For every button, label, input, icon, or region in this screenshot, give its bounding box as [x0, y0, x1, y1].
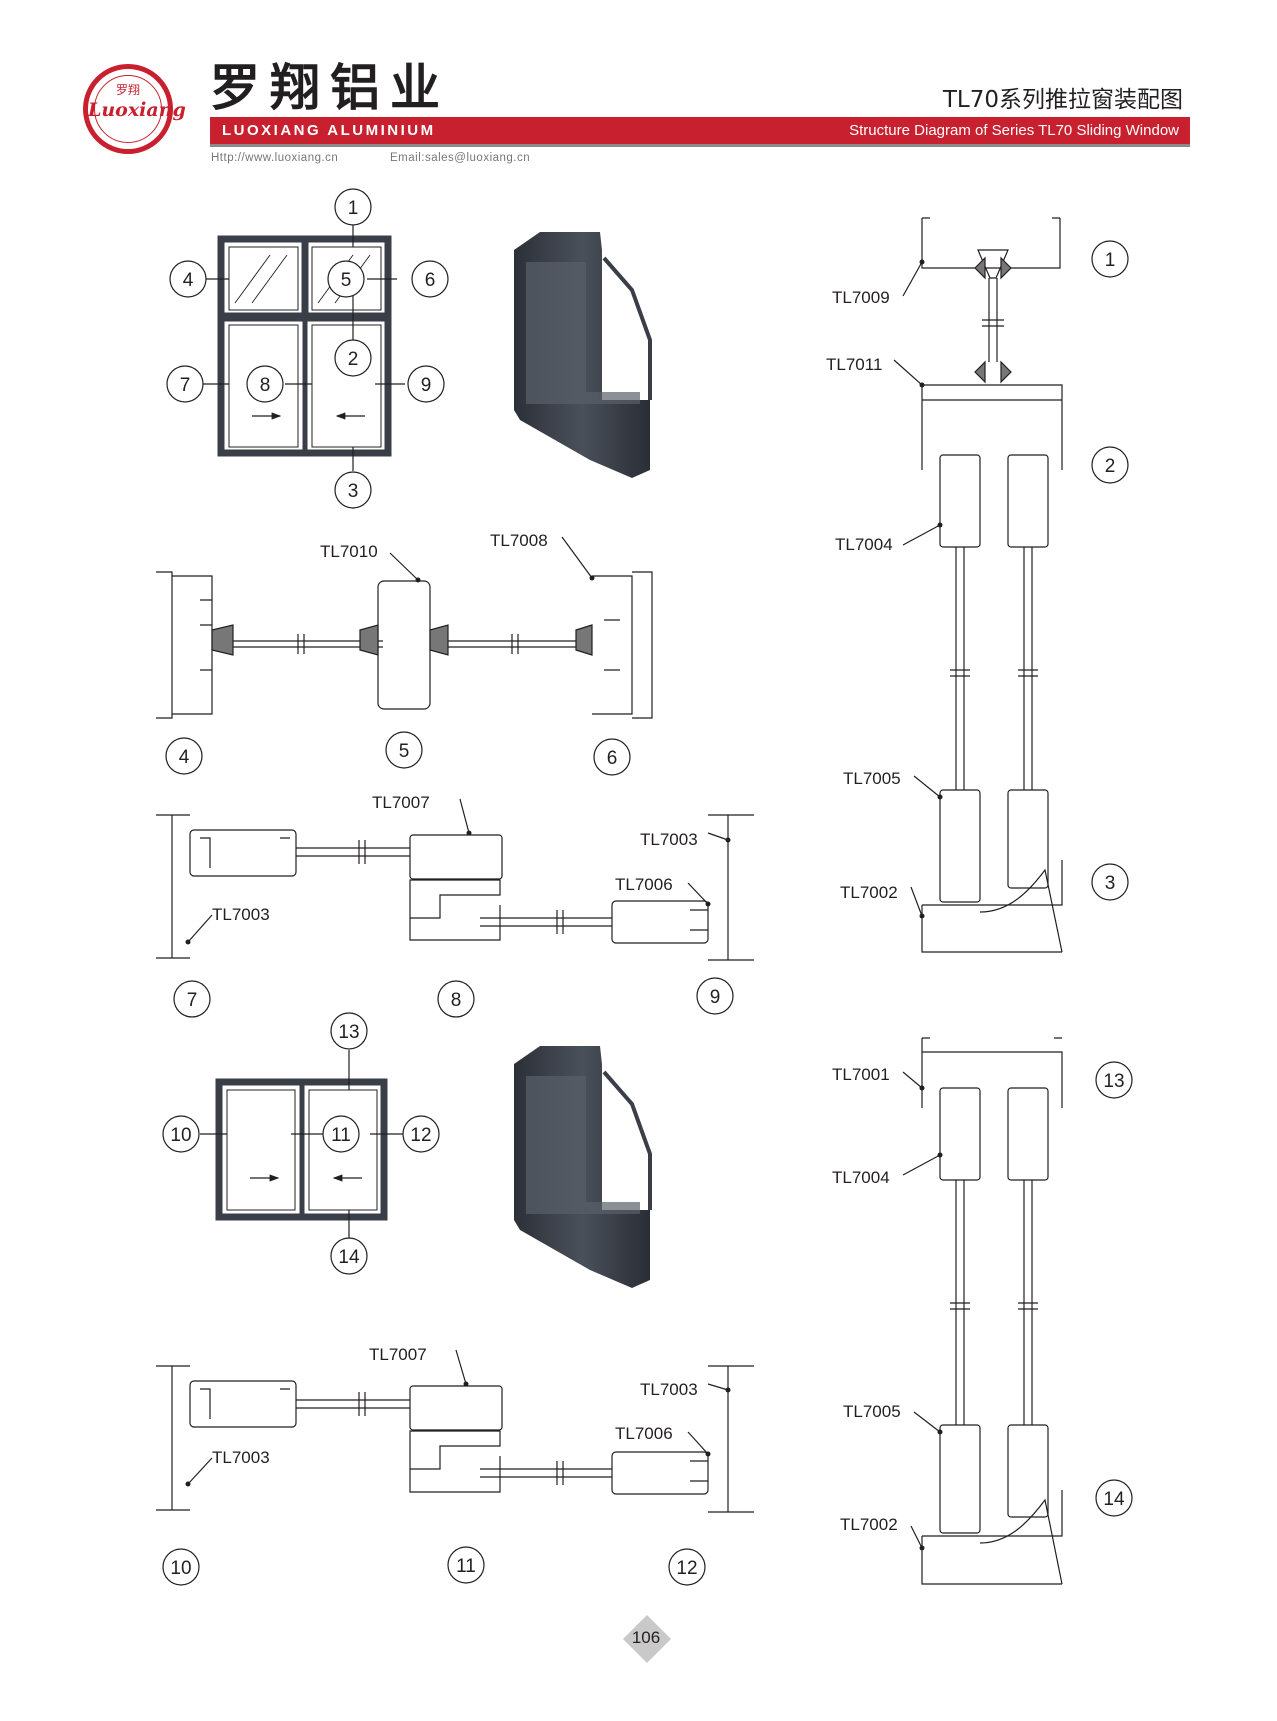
callout-6: 6: [425, 270, 436, 291]
label-tl7008: TL7008: [490, 531, 548, 550]
callout-12: 12: [676, 1558, 697, 1579]
label-tl7004: TL7004: [835, 535, 893, 554]
callout-4: 4: [183, 270, 194, 291]
label-tl7006: TL7006: [615, 1424, 673, 1443]
callout-12: 12: [410, 1125, 431, 1146]
callout-9: 9: [710, 987, 721, 1008]
label-tl7009: TL7009: [832, 288, 890, 307]
callout-14: 14: [1103, 1489, 1125, 1510]
profile-3d-render-bottom: [514, 1046, 652, 1288]
page-number-badge: 106: [622, 1614, 672, 1664]
section-fixed-pane: [156, 536, 653, 719]
callout-5: 5: [341, 270, 352, 291]
email-link[interactable]: Email:sales@luoxiang.cn: [390, 152, 531, 164]
window-elevation-simple: [200, 1050, 403, 1243]
label-tl7010: TL7010: [320, 542, 378, 561]
callout-circles: [162, 188, 1133, 1586]
callout-8: 8: [260, 375, 271, 396]
callout-numbers: 1 4 5 6 2 7 8 9 3 4 5 6 7 8 9 13 10 11 1…: [170, 198, 1125, 1579]
callout-10: 10: [170, 1558, 191, 1579]
callout-2: 2: [1105, 456, 1116, 477]
logo-text-cn: 罗翔: [115, 83, 140, 97]
callout-3: 3: [1105, 873, 1116, 894]
label-tl7006: TL7006: [615, 875, 673, 894]
brand-name-cn: 罗翔铝业: [210, 59, 450, 117]
section-sliding-top: [156, 798, 754, 961]
label-tl7005: TL7005: [843, 1402, 901, 1421]
label-tl7007: TL7007: [372, 793, 430, 812]
label-tl7002: TL7002: [840, 1515, 898, 1534]
label-tl7011: TL7011: [826, 355, 882, 374]
callout-11: 11: [456, 1556, 476, 1577]
company-logo: 罗翔 Luoxiang: [83, 64, 186, 154]
label-tl7002: TL7002: [840, 883, 898, 902]
callout-14: 14: [338, 1247, 360, 1268]
label-tl7005: TL7005: [843, 769, 901, 788]
callout-2: 2: [348, 349, 359, 370]
label-tl7003: TL7003: [640, 1380, 698, 1399]
profile-3d-render-top: [514, 232, 652, 478]
callout-3: 3: [348, 481, 359, 502]
website-link[interactable]: Http://www.luoxiang.cn: [211, 152, 339, 164]
callout-1: 1: [348, 198, 359, 219]
leader-dots: [185, 259, 943, 1551]
callout-7: 7: [180, 375, 191, 396]
logo-text-script: Luoxiang: [88, 99, 186, 121]
callout-11: 11: [331, 1125, 351, 1146]
part-labels: TL7010 TL7008 TL7007 TL7003 TL7006 TL700…: [212, 288, 901, 1534]
label-tl7003: TL7003: [212, 905, 270, 924]
brand-name-en: LUOXIANG ALUMINIUM: [222, 122, 436, 139]
callout-5: 5: [399, 741, 410, 762]
section-vertical-simple: [902, 1037, 1063, 1585]
header-bar-shadow: [210, 144, 1190, 147]
label-tl7001: TL7001: [832, 1065, 890, 1084]
document-title-cn: TL70系列推拉窗装配图: [942, 87, 1183, 113]
callout-13: 13: [1103, 1071, 1124, 1092]
header-red-bar: [210, 117, 1190, 144]
callout-8: 8: [451, 990, 462, 1011]
callout-10: 10: [170, 1125, 191, 1146]
callout-4: 4: [179, 747, 190, 768]
label-tl7003: TL7003: [640, 830, 698, 849]
document-title-en: Structure Diagram of Series TL70 Sliding…: [849, 122, 1179, 139]
callout-9: 9: [421, 375, 432, 396]
callout-13: 13: [338, 1022, 359, 1043]
callout-7: 7: [187, 990, 198, 1011]
label-tl7004: TL7004: [832, 1168, 890, 1187]
section-sliding-bottom: [156, 1349, 754, 1513]
label-tl7003: TL7003: [212, 1448, 270, 1467]
label-tl7007: TL7007: [369, 1345, 427, 1364]
section-vertical-transom: [893, 217, 1063, 953]
callout-1: 1: [1105, 250, 1116, 271]
window-elevation-transom: [203, 225, 405, 471]
callout-6: 6: [607, 748, 618, 769]
page-number: 106: [631, 1628, 661, 1647]
